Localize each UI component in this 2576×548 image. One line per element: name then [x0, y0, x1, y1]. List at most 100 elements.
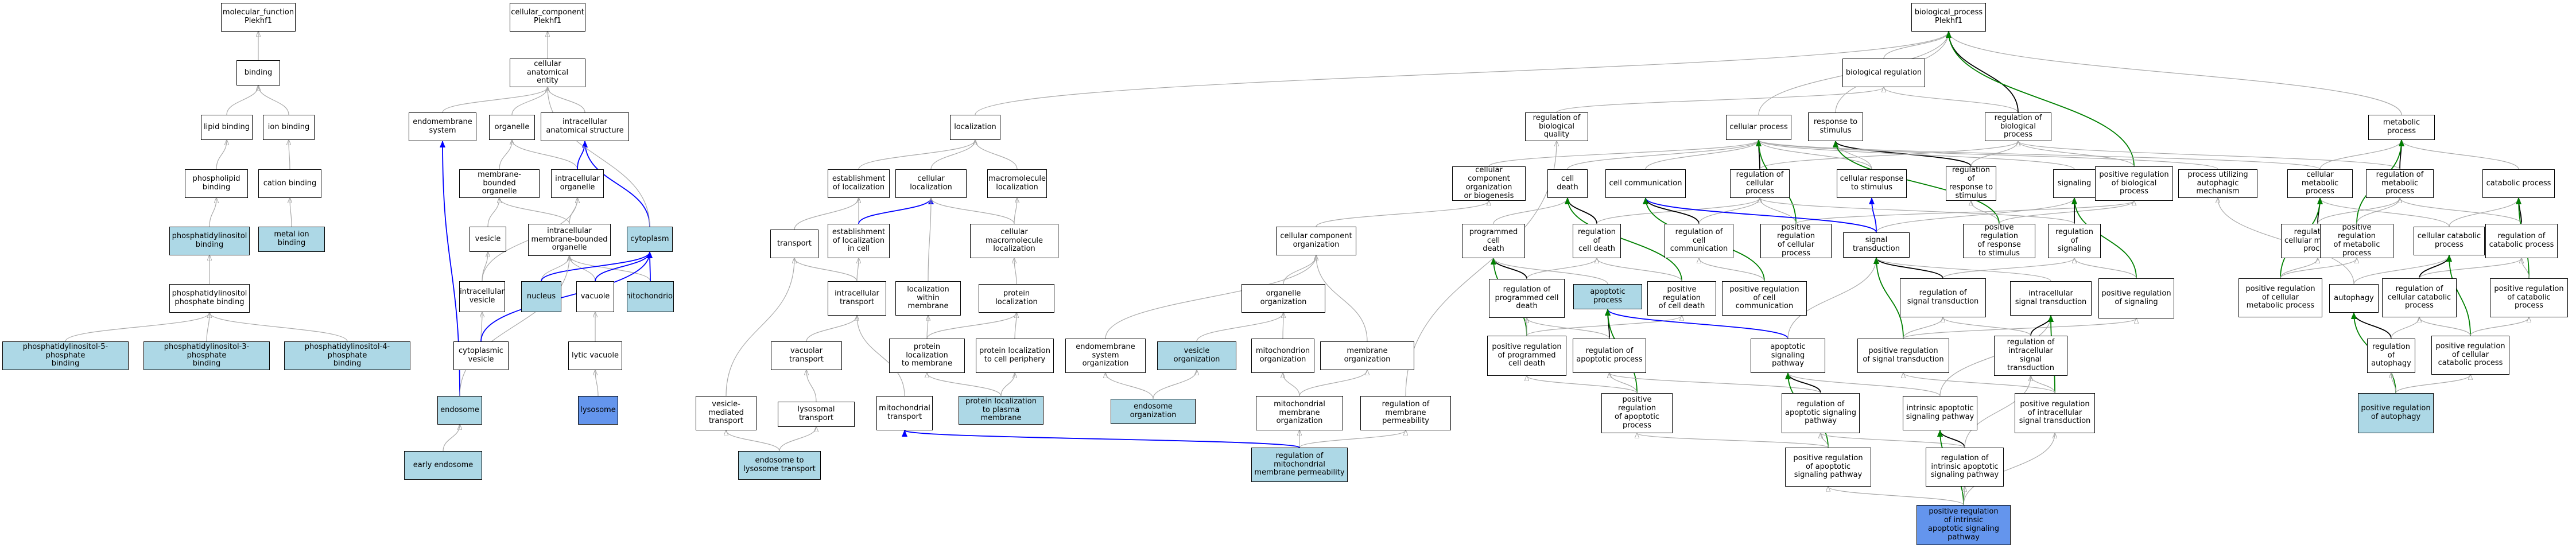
term-node-pos-reg-cell-metab[interactable]: positive regulation of cellular metaboli… [2239, 278, 2322, 317]
term-node-reg-apop-sig[interactable]: regulation of apoptotic signaling pathwa… [1782, 393, 1860, 433]
term-node-org-org[interactable]: organelle organization [1242, 284, 1325, 313]
term-node-autophagy[interactable]: autophagy [2329, 284, 2379, 313]
term-node-pcd[interactable]: programmed cell death [1462, 224, 1525, 258]
term-node-signaling[interactable]: signaling [2053, 169, 2096, 198]
term-node-metab[interactable]: metabolic process [2368, 115, 2435, 140]
term-node-apoptotic[interactable]: apoptotic process [1573, 284, 1642, 309]
term-node-mf[interactable]: molecular_function Plekhf1 [221, 3, 296, 32]
term-node-cco[interactable]: cellular component organization [1276, 227, 1356, 255]
term-node-early-endo[interactable]: early endosome [404, 451, 482, 480]
term-node-mito-org[interactable]: mitochondrion organization [1251, 339, 1314, 373]
term-node-reg-intrinsic[interactable]: regulation of intrinsic apoptotic signal… [1926, 448, 2004, 487]
term-node-pos-reg-apop-sig[interactable]: positive regulation of apoptotic signali… [1785, 448, 1871, 487]
term-node-ias[interactable]: intracellular anatomical structure [541, 112, 629, 141]
term-node-organelle[interactable]: organelle [489, 115, 535, 140]
term-node-reg-pcd[interactable]: regulation of programmed cell death [1489, 279, 1565, 318]
term-node-mito-mem-org[interactable]: mitochondrial membrane organization [1256, 396, 1343, 430]
term-node-endosome-org[interactable]: endosome organization [1111, 399, 1196, 424]
term-node-prot-loc-periph[interactable]: protein localization to cell periphery [976, 339, 1054, 373]
term-node-endomem-sys[interactable]: endomembrane system [409, 112, 476, 141]
term-node-cyto-vesicle[interactable]: cytoplasmic vesicle [453, 341, 509, 370]
term-node-reg-cell-death[interactable]: regulation of cell death [1573, 224, 1621, 258]
term-node-pos-reg-cell-catab[interactable]: positive regulation of cellular cataboli… [2431, 336, 2509, 375]
term-node-prot-loc[interactable]: protein localization [979, 284, 1054, 313]
term-node-localization[interactable]: localization [950, 115, 1000, 140]
term-node-ion[interactable]: ion binding [263, 115, 315, 140]
term-node-reg-cell-catab[interactable]: regulation of cellular catabolic process [2382, 278, 2457, 317]
term-node-mito-transport[interactable]: mitochondrial transport [876, 396, 933, 430]
term-node-pos-reg-sig-trans[interactable]: positive regulation of signal transducti… [1857, 339, 1949, 373]
term-node-reg-cell-proc[interactable]: regulation of cellular process [1730, 169, 1790, 198]
term-node-binding[interactable]: binding [236, 60, 280, 85]
term-node-reg-intra-sig[interactable]: regulation of intracellular signal trans… [1994, 336, 2067, 376]
term-node-catab[interactable]: catabolic process [2482, 169, 2555, 198]
term-node-bp[interactable]: biological_process Plekhf1 [1911, 3, 1986, 32]
term-node-pos-reg-apop[interactable]: positive regulation of apoptotic process [1601, 393, 1673, 433]
term-node-cytoplasm[interactable]: cytoplasm [627, 227, 673, 252]
term-node-reg-bio-proc[interactable]: regulation of biological process [1985, 112, 2051, 141]
term-node-pos-reg-intra-sig[interactable]: positive regulation of intracellular sig… [2015, 393, 2095, 433]
term-node-prot-loc-mem[interactable]: protein localization to membrane [889, 339, 965, 373]
term-node-intra-vesicle[interactable]: intracellular vesicle [459, 281, 505, 312]
term-node-reg-bio-quality[interactable]: regulation of biological quality [1525, 112, 1588, 141]
term-node-reg-resp-stim[interactable]: regulation of response to stimulus [1946, 166, 1996, 201]
term-node-lipid[interactable]: lipid binding [201, 115, 253, 140]
term-node-reg-signaling[interactable]: regulation of signaling [2048, 224, 2101, 258]
term-node-reg-catab[interactable]: regulation of catabolic process [2485, 224, 2558, 258]
term-node-pos-reg-catab[interactable]: positive regulation of catabolic process [2490, 278, 2568, 317]
term-node-bio-reg[interactable]: biological regulation [1842, 59, 1925, 87]
term-node-mem-org[interactable]: membrane organization [1320, 341, 1414, 370]
term-node-pos-reg-autophagy[interactable]: positive regulation of autophagy [2358, 393, 2434, 433]
term-node-cell-catab[interactable]: cellular catabolic process [2414, 227, 2485, 255]
term-node-pos-reg-resp[interactable]: positive regulation of response to stimu… [1963, 224, 2035, 258]
term-node-vm-transport[interactable]: vesicle-mediated transport [696, 396, 756, 430]
term-node-intra-org[interactable]: intracellular organelle [551, 169, 604, 198]
term-node-cation[interactable]: cation binding [258, 169, 321, 198]
term-node-reg-metab[interactable]: regulation of metabolic process [2366, 169, 2434, 198]
term-node-intrinsic-apop[interactable]: intrinsic apoptotic signaling pathway [1903, 396, 1977, 430]
term-node-transport[interactable]: transport [770, 230, 818, 258]
term-node-sig-trans[interactable]: signal transduction [1843, 232, 1910, 258]
term-node-resp-stim[interactable]: response to stimulus [1808, 112, 1863, 141]
term-node-pos-reg-bio[interactable]: positive regulation of biological proces… [2095, 166, 2173, 201]
term-node-pi3p[interactable]: phosphatidylinositol-3-phosphate binding [143, 341, 270, 370]
term-node-pi5p[interactable]: phosphatidylinositol-5-phosphate binding [2, 341, 129, 370]
term-node-vac-transport[interactable]: vacuolar transport [771, 341, 842, 370]
term-node-reg-mem-perm[interactable]: regulation of membrane permeability [1360, 396, 1451, 430]
term-node-nucleus[interactable]: nucleus [521, 281, 561, 312]
term-node-intra-transport[interactable]: intracellular transport [828, 281, 886, 316]
term-node-reg-autophagy[interactable]: regulation of autophagy [2367, 339, 2415, 373]
term-node-metal[interactable]: metal ion binding [258, 227, 325, 252]
term-node-mito[interactable]: mitochondrion [627, 281, 674, 312]
term-node-cell-macro-loc[interactable]: cellular macromolecule localization [970, 224, 1058, 258]
term-node-reg-apop[interactable]: regulation of apoptotic process [1573, 339, 1646, 373]
term-node-pos-reg-metab[interactable]: positive regulation of metabolic process [2320, 224, 2393, 258]
term-node-endosome[interactable]: endosome [437, 396, 482, 425]
term-node-cell-metab[interactable]: cellular metabolic process [2287, 169, 2353, 198]
term-node-pos-reg-cell-proc[interactable]: positive regulation of cellular process [1760, 224, 1832, 258]
term-node-pos-reg-cell-death[interactable]: positive regulation of cell death [1647, 281, 1716, 316]
term-node-ccob[interactable]: cellular component organization or bioge… [1452, 166, 1526, 201]
term-node-apop-sig[interactable]: apoptotic signaling pathway [1751, 339, 1825, 373]
term-node-lyso-transport[interactable]: lysosomal transport [778, 402, 855, 427]
term-node-lytic[interactable]: lytic vacuole [568, 341, 622, 370]
term-node-mbo[interactable]: membrane-bounded organelle [459, 169, 540, 198]
term-node-cae[interactable]: cellular anatomical entity [510, 59, 585, 87]
term-node-pos-reg-intrinsic[interactable]: positive regulation of intrinsic apoptot… [1917, 505, 2011, 545]
term-node-pi4p[interactable]: phosphatidylinositol-4-phosphate binding [284, 341, 410, 370]
term-node-cell-proc[interactable]: cellular process [1726, 115, 1791, 140]
term-node-autophagic[interactable]: process utilizing autophagic mechanism [2178, 169, 2257, 198]
term-node-cell-resp-stim[interactable]: cellular response to stimulus [1837, 169, 1907, 198]
term-node-reg-sig-trans[interactable]: regulation of signal transduction [1900, 278, 1986, 317]
term-node-est-loc-cell[interactable]: establishment of localization in cell [828, 224, 890, 258]
term-node-reg-cell-comm[interactable]: regulation of cell communication [1665, 224, 1733, 258]
term-node-pos-reg-pcd[interactable]: positive regulation of programmed cell d… [1487, 336, 1566, 376]
term-node-vesicle[interactable]: vesicle [470, 227, 506, 252]
term-node-intra-sig-trans[interactable]: intracellular signal transduction [2010, 281, 2092, 316]
term-node-cell-loc[interactable]: cellular localization [895, 169, 967, 198]
term-node-cell-comm[interactable]: cell communication [1605, 169, 1686, 198]
term-node-vacuole[interactable]: vacuole [576, 281, 614, 312]
term-node-pi-binding[interactable]: phosphatidylinositol binding [169, 227, 250, 255]
term-node-pos-reg-cell-comm[interactable]: positive regulation of cell communicatio… [1722, 281, 1807, 316]
term-node-imbo[interactable]: intracellular membrane-bounded organelle [528, 224, 611, 256]
